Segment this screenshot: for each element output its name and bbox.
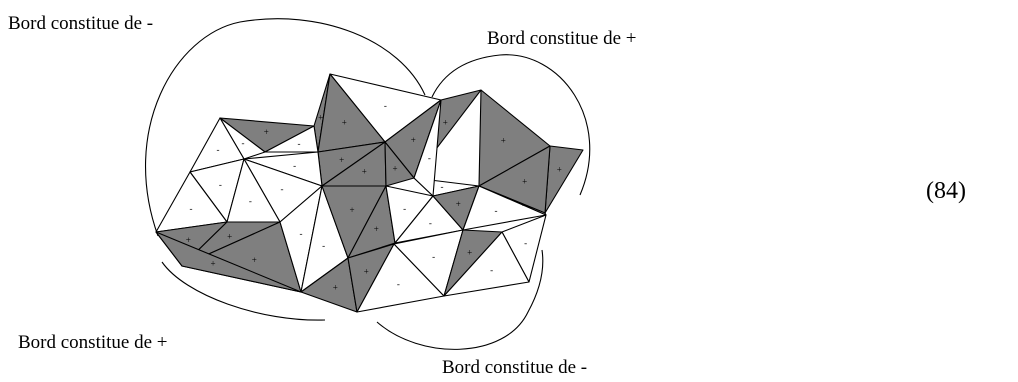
minus-sign: - (495, 205, 498, 215)
minus-sign: - (441, 182, 444, 192)
label-top-left: Bord constitue de - (8, 13, 153, 34)
plus-sign: + (333, 282, 338, 292)
minus-sign: - (432, 252, 435, 262)
minus-sign: - (281, 184, 284, 194)
plus-sign: + (342, 118, 347, 128)
minus-sign: - (397, 279, 400, 289)
equation-number: (84) (926, 178, 966, 204)
triangulation-mesh (155, 73, 584, 313)
plus-sign: + (210, 258, 215, 268)
label-top-right: Bord constitue de + (487, 28, 637, 49)
plus-sign: + (522, 177, 527, 187)
minus-sign: - (242, 138, 245, 148)
plus-sign: + (362, 166, 367, 176)
minus-sign: - (490, 265, 493, 275)
plus-sign: + (264, 127, 269, 137)
mesh-triangle-shaded (544, 145, 584, 214)
mesh-triangle-shaded (155, 231, 302, 293)
plus-sign: + (227, 232, 232, 242)
triangle-signs: - + + + + + + + + - - - + + + - - - - - - - + + + - - + + - - + - - + + - - + -… (186, 100, 562, 292)
plus-sign: + (339, 155, 344, 165)
minus-sign: - (217, 145, 220, 155)
minus-sign: - (322, 240, 325, 250)
minus-sign: - (524, 238, 527, 248)
plus-sign: + (467, 248, 472, 258)
label-bottom-left: Bord constitue de + (18, 332, 168, 353)
minus-sign: - (428, 153, 431, 163)
plus-sign: + (443, 118, 448, 128)
plus-sign: + (411, 135, 416, 145)
minus-sign: - (293, 161, 296, 171)
mesh-triangle-white (462, 185, 547, 231)
plus-sign: + (252, 255, 257, 265)
minus-sign: - (249, 196, 252, 206)
minus-sign: - (429, 218, 432, 228)
plus-sign: + (374, 224, 379, 234)
minus-sign: - (403, 203, 406, 213)
mesh-triangle-shaded (384, 141, 415, 187)
minus-sign: - (384, 100, 387, 110)
plus-sign: + (557, 165, 562, 175)
boundary-arc-top-right (431, 54, 591, 196)
minus-sign: - (300, 228, 303, 238)
mesh-triangle-white (413, 99, 442, 197)
plus-sign: + (364, 266, 369, 276)
plus-sign: + (318, 112, 323, 122)
plus-sign: + (349, 205, 354, 215)
minus-sign: - (219, 179, 222, 189)
plus-sign: + (186, 235, 191, 245)
minus-sign: - (522, 200, 525, 210)
boundary-arc-bottom-right (376, 249, 544, 350)
plus-sign: + (392, 164, 397, 174)
plus-sign: + (501, 136, 506, 146)
minus-sign: - (190, 204, 193, 214)
minus-sign: - (298, 138, 301, 148)
boundary-arc-top-left (144, 18, 426, 237)
label-bottom-right: Bord constitue de - (442, 357, 587, 378)
mesh-triangle-white (443, 231, 530, 297)
boundary-arc-bottom-left (161, 261, 326, 321)
mesh-triangle-white (264, 125, 319, 153)
plus-sign: + (456, 199, 461, 209)
